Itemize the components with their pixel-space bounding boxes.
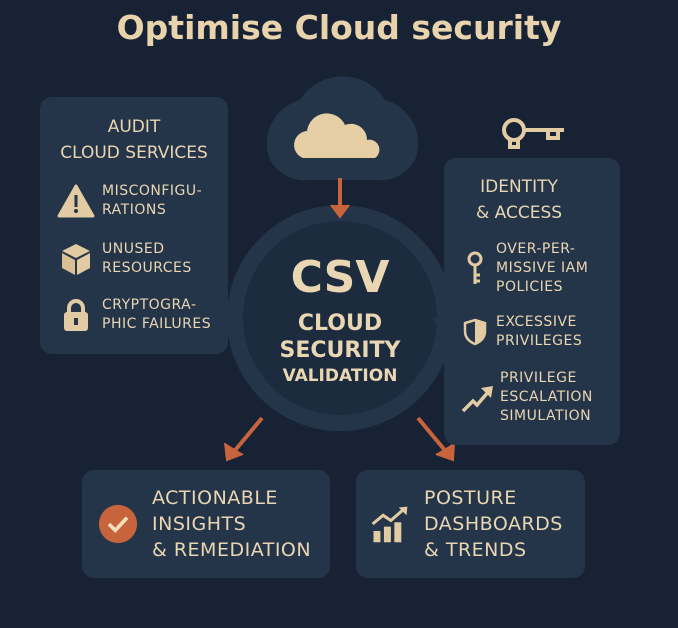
cloud-bubble xyxy=(266,76,419,181)
lock-icon xyxy=(56,298,96,332)
item-text: CRYPTOGRA- xyxy=(102,297,197,313)
center-line1: CLOUD xyxy=(297,311,383,336)
audit-title-line2: CLOUD SERVICES xyxy=(60,143,208,163)
identity-title: IDENTITY & ACCESS xyxy=(444,174,594,226)
item-text: & TRENDS xyxy=(424,539,527,561)
check-circle-icon xyxy=(98,502,138,546)
identity-item-iam: OVER-PER- MISSIVE IAM POLICIES xyxy=(460,240,588,297)
item-text: SIMULATION xyxy=(500,408,592,424)
identity-title-line1: IDENTITY xyxy=(480,177,558,197)
page-title: Optimise Cloud security xyxy=(116,8,562,47)
identity-item-excessive-privileges: EXCESSIVE PRIVILEGES xyxy=(460,313,582,351)
audit-item-misconfigurations: MISCONFIGU- RATIONS xyxy=(56,182,202,220)
actionable-insights-content: ACTIONABLE INSIGHTS & REMEDIATION xyxy=(98,485,311,563)
item-text: ESCALATION xyxy=(500,389,593,405)
audit-item-unused-resources: UNUSED RESOURCES xyxy=(56,240,192,278)
center-line3: VALIDATION xyxy=(282,366,398,386)
item-text: MISSIVE IAM xyxy=(496,260,589,276)
identity-title-line2: & ACCESS xyxy=(475,203,563,223)
key-icon xyxy=(460,251,490,287)
item-text: ACTIONABLE xyxy=(152,487,278,509)
posture-dashboards-card xyxy=(356,470,585,578)
audit-panel xyxy=(40,97,228,354)
audit-item-cryptographic-failures: CRYPTOGRA- PHIC FAILURES xyxy=(56,296,211,334)
item-text: MISCONFIGU- xyxy=(102,183,203,199)
item-text: POSTURE xyxy=(424,487,517,509)
item-text: UNUSED xyxy=(102,241,165,257)
item-text: INSIGHTS xyxy=(152,513,247,535)
csv-acronym: CSV xyxy=(290,252,390,303)
flow-arrows xyxy=(224,178,455,462)
shield-icon xyxy=(460,318,490,346)
posture-dashboards-content: POSTURE DASHBOARDS & TRENDS xyxy=(370,485,563,563)
identity-item-escalation: PRIVILEGE ESCALATION SIMULATION xyxy=(460,369,593,426)
item-text: POLICIES xyxy=(496,279,564,295)
bar-chart-icon xyxy=(370,502,410,546)
item-text: RATIONS xyxy=(102,202,167,218)
item-text: PRIVILEGES xyxy=(496,333,583,349)
item-text: OVER-PER- xyxy=(496,241,576,257)
cube-icon xyxy=(56,242,96,276)
cloud-icon xyxy=(294,113,380,158)
item-text: PHIC FAILURES xyxy=(102,316,212,332)
audit-title: AUDIT CLOUD SERVICES xyxy=(40,114,228,166)
item-text: DASHBOARDS xyxy=(424,513,563,535)
center-line2: SECURITY xyxy=(279,338,401,363)
header-key-icon xyxy=(502,118,564,149)
audit-title-line1: AUDIT xyxy=(107,117,161,137)
item-text: EXCESSIVE xyxy=(496,314,577,330)
item-text: PRIVILEGE xyxy=(500,370,577,386)
item-text: RESOURCES xyxy=(102,260,192,276)
warning-icon xyxy=(56,184,96,218)
identity-panel xyxy=(444,158,620,445)
item-text: & REMEDIATION xyxy=(152,539,312,561)
trend-arrow-icon xyxy=(460,383,496,413)
